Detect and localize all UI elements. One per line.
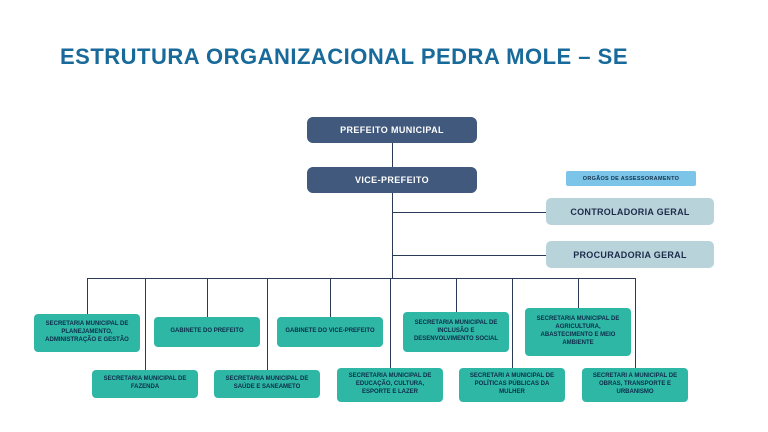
connector-drop-r2-3 xyxy=(390,278,391,368)
org-box-secretaria-fazenda: SECRETARIA MUNICIPAL DE FAZENDA xyxy=(92,370,198,398)
connector-to-procuradoria xyxy=(392,255,546,256)
connector-drop-r2-5 xyxy=(635,278,636,368)
connector-to-controladoria xyxy=(392,212,546,213)
org-box-secretaria-planejamento: SECRETARIA MUNICIPAL DE PLANEJAMENTO, AD… xyxy=(34,314,140,352)
page-title: ESTRUTURA ORGANIZACIONAL PEDRA MOLE – SE xyxy=(60,44,628,69)
org-box-vice-prefeito: VICE-PREFEITO xyxy=(307,167,477,193)
org-box-secretaria-agricultura: SECRETARIA MUNICIPAL DE AGRICULTURA, ABA… xyxy=(525,308,631,356)
org-box-controladoria-geral: CONTROLADORIA GERAL xyxy=(546,198,714,225)
connector-drop-r1-1 xyxy=(87,278,88,314)
connector-prefeito-vice xyxy=(392,143,393,167)
org-box-gabinete-vice-prefeito: GABINETE DO VICE-PREFEITO xyxy=(277,317,383,347)
org-box-secretaria-obras: SECRETARI A MUNICIPAL DE OBRAS, TRANSPOR… xyxy=(582,368,688,402)
connector-drop-r1-2 xyxy=(207,278,208,317)
org-box-secretaria-politicas-mulher: SECRETARI A MUNICIPAL DE POLÍTICAS PÚBLI… xyxy=(459,368,565,402)
connector-bus xyxy=(87,278,636,279)
org-box-secretaria-inclusao: SECRETARIA MUNICIPAL DE INCLUSÃO E DESEN… xyxy=(403,312,509,352)
connector-drop-r1-4 xyxy=(456,278,457,312)
connector-drop-r2-4 xyxy=(512,278,513,368)
connector-drop-r1-5 xyxy=(578,278,579,308)
connector-drop-r2-2 xyxy=(267,278,268,370)
connector-stem xyxy=(392,193,393,278)
org-box-prefeito: PREFEITO MUNICIPAL xyxy=(307,117,477,143)
advisory-section-label: ORGÃOS DE ASSESSORAMENTO xyxy=(566,171,696,186)
org-box-procuradoria-geral: PROCURADORIA GERAL xyxy=(546,241,714,268)
org-box-gabinete-prefeito: GABINETE DO PREFEITO xyxy=(154,317,260,347)
connector-drop-r1-3 xyxy=(330,278,331,317)
connector-drop-r2-1 xyxy=(145,278,146,370)
org-box-secretaria-educacao: SECRETARIA MUNICIPAL DE EDUCAÇÃO, CULTUR… xyxy=(337,368,443,402)
org-box-secretaria-saude: SECRETARIA MUNICIPAL DE SAÚDE E SANEAMET… xyxy=(214,370,320,398)
